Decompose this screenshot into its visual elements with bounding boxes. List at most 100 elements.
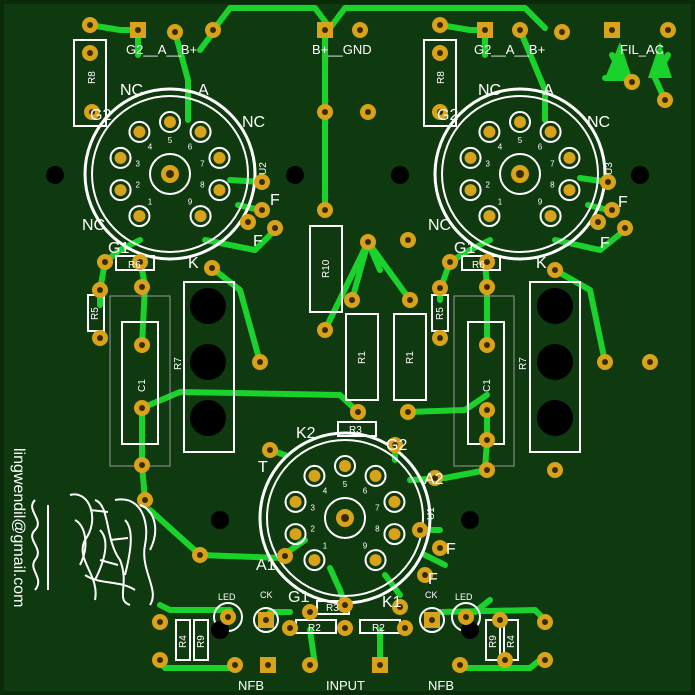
tube-pin-ring xyxy=(284,490,307,513)
tube-pin-number: 4 xyxy=(498,142,503,151)
pad-hole xyxy=(609,207,615,213)
pad-hole xyxy=(595,219,601,225)
pad-hole xyxy=(484,284,490,290)
pad-hole xyxy=(484,407,490,413)
center-r3-label: R3 xyxy=(349,425,362,436)
pad-hole xyxy=(342,625,348,631)
tube-pin-number: 5 xyxy=(343,480,348,489)
pad-hole xyxy=(437,335,443,341)
pad-hole xyxy=(365,109,371,115)
tube-pin-ring xyxy=(189,205,212,228)
pad-hole xyxy=(609,27,615,33)
pad-hole xyxy=(552,267,558,273)
tube-pin-ring xyxy=(159,111,181,133)
left-r5-label: R5 xyxy=(90,307,101,320)
pad-hole xyxy=(484,437,490,443)
tube-pin-ring xyxy=(459,146,482,169)
tube-pin-ring xyxy=(303,464,326,487)
tube-pin-pad xyxy=(369,554,382,567)
tube-pin-number: 3 xyxy=(135,159,140,168)
tube-pin-pad xyxy=(114,151,127,164)
tube-pin-ring xyxy=(128,120,151,143)
left-u-label: U2 xyxy=(258,162,269,175)
tube-pin-ring xyxy=(539,120,562,143)
pad-hole xyxy=(137,259,143,265)
pad-hole xyxy=(463,614,469,620)
tube-pin-number: 3 xyxy=(485,159,490,168)
tube-pin-pad xyxy=(133,210,146,223)
pad-hole xyxy=(482,27,488,33)
pad-hole xyxy=(342,602,348,608)
author-email: lingwendil@gmail.com xyxy=(10,448,27,607)
pad-hole xyxy=(89,109,95,115)
tube-pin-pad xyxy=(133,125,146,138)
pad-hole xyxy=(172,29,178,35)
pad-hole xyxy=(437,50,443,56)
left-g2-label: G2 xyxy=(90,107,111,124)
pad-hole xyxy=(209,265,215,271)
pad-hole xyxy=(407,297,413,303)
black-pads xyxy=(46,166,649,639)
tube-pin-pad xyxy=(213,151,226,164)
left-nc3-label: NC xyxy=(82,217,105,234)
tube-pin-number: 6 xyxy=(188,142,193,151)
pad-hole xyxy=(662,97,668,103)
pad-hole xyxy=(322,327,328,333)
right-c1-label: C1 xyxy=(482,379,493,392)
right-r6-label: R6 xyxy=(472,260,485,271)
tube-pin-pad xyxy=(388,495,401,508)
right-a-label: A xyxy=(543,82,554,99)
pad-hole xyxy=(197,552,203,558)
pad-hole xyxy=(355,409,361,415)
pad-hole xyxy=(282,553,288,559)
tube-pin-pad xyxy=(194,125,207,138)
tube-pin-number: 9 xyxy=(538,198,543,207)
left-nc2-label: NC xyxy=(242,114,265,131)
pad-hole xyxy=(602,359,608,365)
pad-hole xyxy=(405,409,411,415)
bottom-r9a-label: R9 xyxy=(196,635,207,648)
pad-hole xyxy=(259,179,265,185)
bottom-a1-label: A1 xyxy=(256,557,276,574)
led-right-label: LED xyxy=(455,592,473,602)
pad-hole xyxy=(559,29,565,35)
bottom-u1-label: U1 xyxy=(426,507,437,520)
pad-hole xyxy=(605,179,611,185)
tube-pin-number: 8 xyxy=(550,181,555,190)
pad-hole xyxy=(257,359,263,365)
tube-pin-ring xyxy=(109,146,132,169)
pad-hole xyxy=(322,109,328,115)
left-g1-label: G1 xyxy=(108,240,129,257)
bottom-r4a-label: R4 xyxy=(178,635,189,648)
pad-hole xyxy=(245,219,251,225)
tube-pin-number: 5 xyxy=(518,136,523,145)
left-a-label: A xyxy=(198,82,209,99)
pad-hole xyxy=(232,662,238,668)
signature-script xyxy=(31,499,49,591)
tube-pin-number: 5 xyxy=(168,136,173,145)
pad-hole xyxy=(437,109,443,115)
pad-hole xyxy=(392,442,398,448)
tube-center-hole xyxy=(166,170,174,178)
pad-hole xyxy=(397,604,403,610)
pad-hole xyxy=(225,614,231,620)
bottom-t-label: T xyxy=(258,459,268,476)
fil-ac-label: FIL_AC xyxy=(620,42,664,57)
labels: G2__A__B+ B+__GND G2__A__B+ FIL_AC R8 G2… xyxy=(10,42,664,693)
tube-pin-pad xyxy=(544,210,557,223)
pad-hole xyxy=(437,22,443,28)
tube-pin-number: 8 xyxy=(200,181,205,190)
tube-pin-pad xyxy=(544,125,557,138)
bottom-r4b-label: R4 xyxy=(506,635,517,648)
tube-pin-pad xyxy=(563,184,576,197)
tube-center-hole xyxy=(341,514,349,522)
tube-pin-pad xyxy=(164,116,176,128)
tube-pin-ring xyxy=(334,455,356,477)
pad-hole xyxy=(102,259,108,265)
pad-hole xyxy=(502,657,508,663)
pad-hole xyxy=(135,27,141,33)
nfb-left-label: NFB xyxy=(238,678,264,693)
pad-hole xyxy=(357,27,363,33)
